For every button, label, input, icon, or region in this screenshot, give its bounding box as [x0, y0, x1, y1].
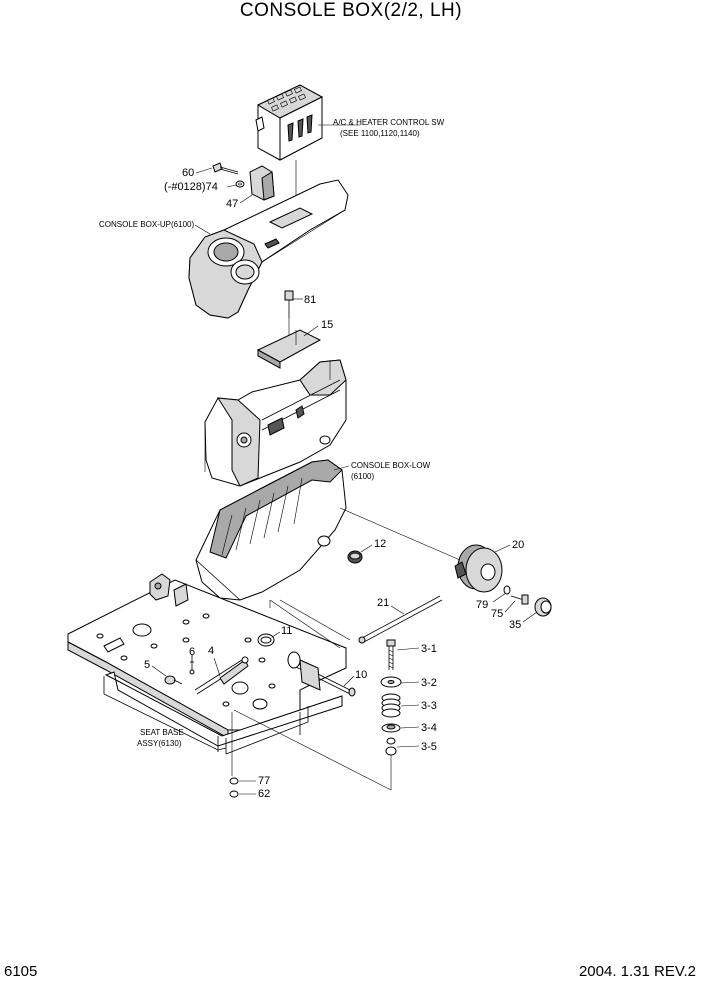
- callout-12: 12: [374, 538, 386, 550]
- callout-3-2: 3-2: [421, 677, 437, 689]
- callout-3-4: 3-4: [421, 722, 437, 734]
- callout-62: 62: [258, 788, 270, 800]
- callout-5: 5: [144, 659, 150, 671]
- rod-21: [358, 595, 443, 644]
- callout-15: 15: [321, 319, 333, 331]
- assembly-guide-lines: [233, 330, 392, 791]
- pin-6: [189, 654, 195, 675]
- seat-base-plate: [67, 573, 347, 755]
- spring-3-3: [381, 693, 401, 718]
- callout-11: 11: [281, 625, 292, 637]
- page-title: CONSOLE BOX(2/2, LH): [239, 0, 463, 21]
- knob-wheel-20: [454, 544, 503, 593]
- console-bracket-frame: [204, 359, 347, 487]
- callout-20: 20: [512, 539, 524, 551]
- callout-75: 75: [491, 608, 503, 620]
- ac-heater-control-switch: [255, 84, 324, 161]
- callout-4: 4: [208, 645, 214, 657]
- bolt-3-1: [386, 639, 396, 670]
- console-box-up-label: CONSOLE BOX-UP(6100): [99, 220, 194, 229]
- gas-spring-4: [194, 656, 249, 695]
- washer-3-2: [380, 676, 402, 688]
- page-number: 6105: [4, 963, 38, 980]
- callout-81: 81: [304, 294, 316, 306]
- revision-date: 2004. 1.31 REV.2: [578, 963, 696, 980]
- callout-60: 60: [182, 167, 194, 179]
- washer-77: [229, 777, 239, 785]
- callout-3-5: 3-5: [421, 741, 437, 753]
- nut-3-5: [385, 737, 397, 756]
- washer-3-4: [381, 723, 401, 733]
- cap-12: [347, 550, 363, 564]
- console-box-low-label-line1: CONSOLE BOX-LOW: [351, 461, 431, 470]
- bolt-60: [212, 162, 239, 175]
- pin-5: [164, 675, 183, 685]
- ring-11: [257, 633, 275, 647]
- washer-74: [235, 180, 245, 188]
- console-box-upper: [188, 179, 349, 319]
- callout-79: 79: [476, 599, 488, 611]
- nut-62: [229, 790, 239, 798]
- plate-15: [256, 329, 322, 369]
- callout-21: 21: [377, 597, 389, 609]
- callout-77: 77: [258, 775, 270, 787]
- callout-35: 35: [509, 619, 521, 631]
- console-box-lower: [195, 459, 347, 601]
- shaft-10: [287, 651, 356, 697]
- callout-74: (-#0128)74: [164, 181, 218, 193]
- callout-6: 6: [189, 646, 195, 658]
- knob-47: [249, 165, 275, 201]
- callout-3-3: 3-3: [421, 700, 437, 712]
- callout-3-1: 3-1: [421, 643, 437, 655]
- screw-81: [284, 290, 294, 340]
- ac-heater-label-line1: A/C & HEATER CONTROL SW: [333, 118, 445, 127]
- callout-47: 47: [226, 198, 238, 210]
- washer-79: [503, 585, 511, 595]
- cap-35: [534, 597, 552, 617]
- seat-base-label-line1: SEAT BASE: [140, 728, 184, 737]
- ac-heater-label-line2: (SEE 1100,1120,1140): [340, 129, 420, 138]
- bolt-75: [510, 594, 529, 605]
- seat-base-label-line2: ASSY(6130): [137, 739, 182, 748]
- console-box-low-label-line2: (6100): [351, 472, 374, 481]
- callout-10: 10: [355, 669, 367, 681]
